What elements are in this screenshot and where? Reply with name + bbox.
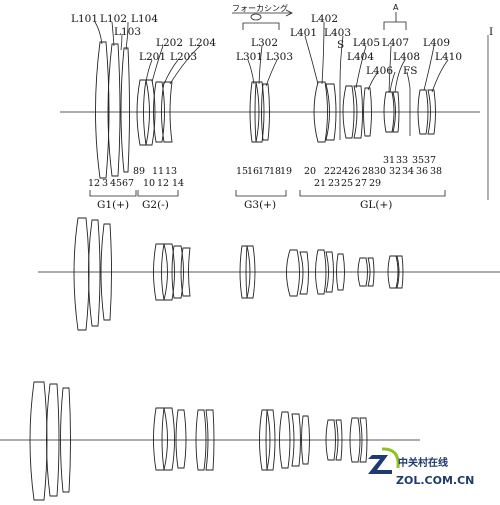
- surface-10: 10: [143, 178, 155, 189]
- surface-7: 7: [128, 178, 134, 189]
- group-g1-lenses: [95, 41, 130, 179]
- surface-11: 11: [152, 166, 164, 177]
- surface-9: 9: [139, 166, 145, 177]
- surface-5: 5: [116, 178, 122, 189]
- top-lens-layout: I フォーカシング A: [60, 3, 493, 211]
- label-l202: L202: [156, 37, 183, 49]
- surface-8: 8: [133, 166, 139, 177]
- surface-15: 15: [236, 166, 248, 177]
- surface-6: 6: [122, 178, 128, 189]
- label-l409: L409: [423, 37, 450, 49]
- surface-28: 28: [362, 166, 374, 177]
- zol-logo-icon: [368, 455, 392, 474]
- bottom-lens-layout: [0, 381, 420, 501]
- surface-18: 18: [269, 166, 281, 177]
- label-l403: L403: [324, 27, 351, 39]
- surface-34: 34: [402, 166, 414, 177]
- label-l301: L301: [236, 51, 263, 63]
- surface-16: 16: [247, 166, 259, 177]
- leader-lines: [94, 21, 449, 93]
- surface-3: 3: [102, 178, 108, 189]
- label-l201: L201: [139, 51, 166, 63]
- surface-19: 19: [280, 166, 292, 177]
- surface-38: 38: [430, 166, 442, 177]
- surface-37: 37: [424, 155, 436, 166]
- label-l401: L401: [290, 27, 317, 39]
- surface-numbers-gl: 20 22 24 26 28 30 31 33 35 37 38 21 23 2…: [304, 155, 442, 189]
- surface-4: 4: [110, 178, 116, 189]
- surface-35: 35: [412, 155, 424, 166]
- label-l302: L302: [251, 37, 278, 49]
- surface-numbers-g1-g2: 1 2 3 4 5 6 7 8 9 10 11 12 13 14: [88, 166, 184, 189]
- surface-29: 29: [369, 178, 381, 189]
- vibration-indicator: A: [383, 3, 407, 30]
- group-label-g2: G2(-): [142, 199, 169, 211]
- surface-22: 22: [324, 166, 336, 177]
- focusing-indicator: フォーカシング: [232, 3, 293, 30]
- surface-20: 20: [304, 166, 316, 177]
- surface-1: 1: [88, 178, 94, 189]
- label-stop-s: S: [337, 39, 344, 51]
- label-l101: L101: [71, 13, 98, 25]
- group-label-g1: G1(+): [97, 199, 129, 211]
- surface-12: 12: [157, 178, 169, 189]
- label-l406: L406: [366, 65, 393, 77]
- label-l410: L410: [435, 51, 462, 63]
- group-g3-lenses: [249, 81, 270, 143]
- watermark-url: ZOL.COM.CN: [396, 474, 474, 487]
- surface-23: 23: [328, 178, 340, 189]
- label-l104: L104: [131, 13, 158, 25]
- surface-30: 30: [374, 166, 386, 177]
- group-g2-lenses: [136, 79, 173, 146]
- label-l203: L203: [170, 51, 197, 63]
- label-l404: L404: [347, 51, 374, 63]
- surface-27: 27: [355, 178, 367, 189]
- label-l407: L407: [382, 37, 409, 49]
- surface-36: 36: [416, 166, 428, 177]
- surface-13: 13: [165, 166, 177, 177]
- zol-watermark: 中关村在线 ZOL.COM.CN: [368, 447, 474, 487]
- surface-numbers-g3: 15 16 17 18 19: [236, 166, 292, 177]
- surface-32: 32: [389, 166, 401, 177]
- group-label-g3: G3(+): [244, 199, 276, 211]
- surface-21: 21: [314, 178, 326, 189]
- surface-24: 24: [336, 166, 348, 177]
- middle-lens-layout: [38, 217, 500, 331]
- group-brackets: G1(+) G2(-) G3(+) GL(+): [89, 190, 446, 211]
- label-l204: L204: [189, 37, 216, 49]
- label-l408: L408: [393, 51, 420, 63]
- element-labels: L101 L102 L104 L103 L202 L204 L201 L203 …: [71, 13, 462, 77]
- label-fs: FS: [403, 65, 417, 77]
- label-l103: L103: [114, 26, 141, 38]
- label-l405: L405: [353, 37, 380, 49]
- surface-25: 25: [341, 178, 353, 189]
- arrow-label: A: [393, 3, 399, 12]
- label-l102: L102: [100, 13, 127, 25]
- surface-14: 14: [172, 178, 184, 189]
- surface-33: 33: [396, 155, 408, 166]
- label-l303: L303: [266, 51, 293, 63]
- surface-31: 31: [383, 155, 395, 166]
- image-plane-label: I: [489, 26, 493, 38]
- surface-17: 17: [258, 166, 270, 177]
- label-l402: L402: [311, 13, 338, 25]
- focusing-label: フォーカシング: [232, 3, 288, 13]
- group-label-gl: GL(+): [360, 199, 392, 211]
- surface-2: 2: [94, 178, 100, 189]
- watermark-chinese: 中关村在线: [398, 456, 448, 469]
- surface-26: 26: [348, 166, 360, 177]
- group-gl-lenses: [313, 81, 436, 143]
